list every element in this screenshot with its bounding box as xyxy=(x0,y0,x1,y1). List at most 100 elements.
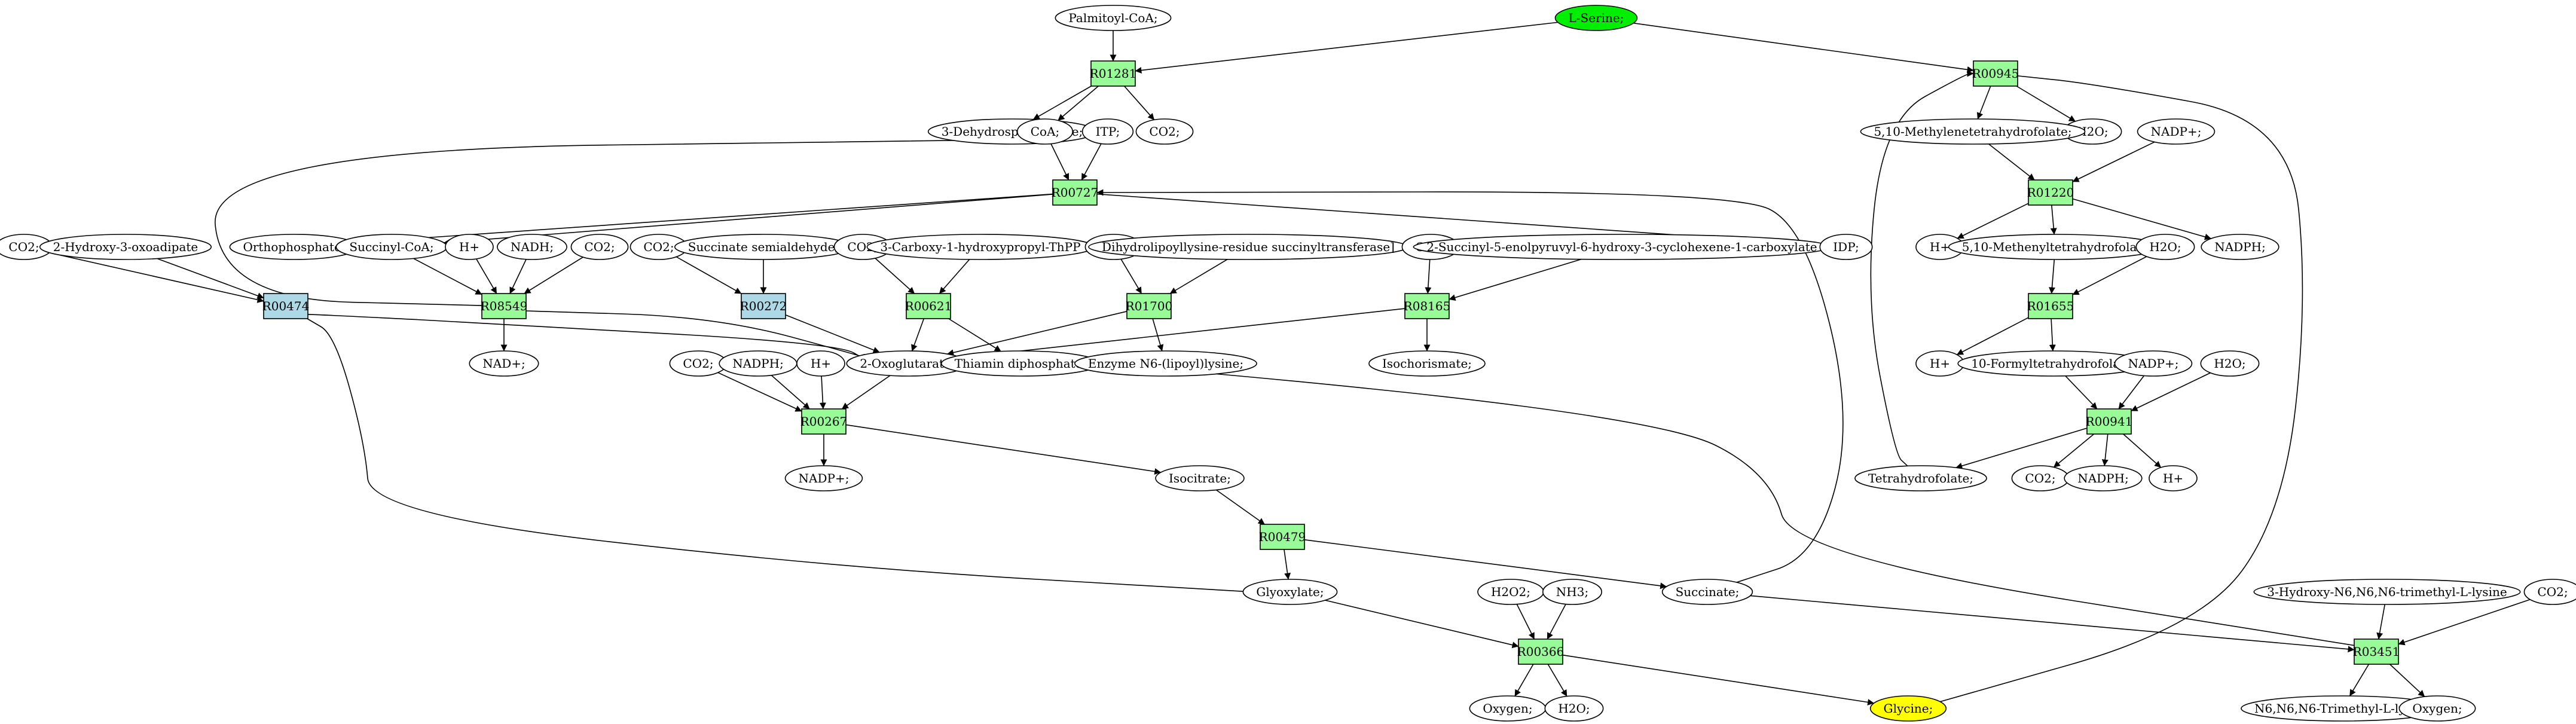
node-nadp-c[interactable]: NADP+; xyxy=(784,465,863,491)
node-label: CO2; xyxy=(2537,585,2568,599)
node-co2-d[interactable]: CO2; xyxy=(630,234,688,260)
node-nadplus[interactable]: NAD+; xyxy=(469,350,539,377)
node-R08165[interactable]: R08165 xyxy=(1404,293,1451,319)
node-label: Succinate semialdehyde; xyxy=(688,240,839,254)
node-R00479[interactable]: R00479 xyxy=(1259,524,1306,550)
node-succoa[interactable]: Succinyl-CoA; xyxy=(335,234,448,260)
node-hplus-c[interactable]: H+ xyxy=(1915,350,1964,377)
node-carboxy[interactable]: 3-Carboxy-1-hydroxypropyl-ThPP xyxy=(866,234,1095,260)
node-co2-b[interactable]: CO2; xyxy=(0,234,53,260)
node-R00621[interactable]: R00621 xyxy=(905,293,952,319)
node-R01281[interactable]: R01281 xyxy=(1090,60,1137,87)
node-hydroxyoxo[interactable]: 2-Hydroxy-3-oxoadipate xyxy=(39,234,212,260)
node-label: NADP+; xyxy=(2151,124,2202,139)
node-R00272[interactable]: R00272 xyxy=(740,293,787,319)
edge-R00941-to-thf xyxy=(1955,427,2088,469)
node-label: Palmitoyl-CoA; xyxy=(1068,11,1157,25)
node-succinate[interactable]: Succinate; xyxy=(1661,579,1753,605)
node-co2-c[interactable]: CO2; xyxy=(570,234,629,260)
edge-thf-to-R00945 xyxy=(1870,70,1974,467)
node-sephchc[interactable]: 2-Succinyl-5-enolpyruvyl-6-hydroxy-3-cyc… xyxy=(1413,234,1831,260)
node-itp[interactable]: ITP; xyxy=(1081,118,1134,145)
edge-h2o-b-to-R01655 xyxy=(2072,256,2147,295)
node-palmitoyl[interactable]: Palmitoyl-CoA; xyxy=(1055,5,1172,31)
node-nadph-c[interactable]: NADPH; xyxy=(719,350,797,377)
node-hplus-b[interactable]: H+ xyxy=(1915,234,1964,260)
node-nadp-b[interactable]: NADP+; xyxy=(2114,350,2193,377)
node-R00366[interactable]: R00366 xyxy=(1517,639,1564,665)
edge-R03451-to-trimethyl xyxy=(2349,664,2370,696)
node-label: CO2; xyxy=(1149,124,1179,139)
reaction-box xyxy=(1973,60,2018,87)
node-coa[interactable]: CoA; xyxy=(1016,118,1074,145)
node-serine[interactable]: L-Serine; xyxy=(1554,5,1638,31)
node-sucsemi[interactable]: Succinate semialdehyde; xyxy=(674,234,853,260)
node-methylene[interactable]: 5,10-Methylenetetrahydrofolate; xyxy=(1860,118,2086,145)
compound-ellipse xyxy=(1554,5,1638,31)
node-label: R00479 xyxy=(1259,530,1306,544)
node-hplus-e[interactable]: H+ xyxy=(796,350,845,377)
node-enzyme-n6[interactable]: Enzyme N6-(lipoyl)lysine; xyxy=(1074,350,1257,377)
compound-ellipse xyxy=(1074,350,1257,377)
edge-R00272-to-oxoglut xyxy=(785,314,880,353)
node-R01655[interactable]: R01655 xyxy=(2027,293,2074,319)
node-hplus-a[interactable]: H+ xyxy=(445,234,494,260)
node-ortho[interactable]: Orthophosphate; xyxy=(229,234,359,260)
node-co2-i[interactable]: CO2; xyxy=(669,350,728,377)
edge-R00621-to-thiamin xyxy=(948,318,1001,352)
node-idp[interactable]: IDP; xyxy=(1819,234,1873,260)
compound-ellipse xyxy=(784,465,863,491)
node-h2o2[interactable]: H2O2; xyxy=(1477,579,1544,605)
node-co2-e[interactable]: CO2; xyxy=(833,234,892,260)
node-R00267[interactable]: R00267 xyxy=(800,408,848,435)
node-formyl[interactable]: 10-Formyltetrahydrofolate; xyxy=(1957,350,2150,377)
node-label: H+ xyxy=(459,240,479,254)
node-R00941[interactable]: R00941 xyxy=(2086,408,2133,435)
node-thf[interactable]: Tetrahydrofolate; xyxy=(1854,465,1987,491)
reaction-box xyxy=(1404,293,1450,319)
node-label: 2-Oxoglutarate; xyxy=(860,356,955,371)
node-label: 2-Hydroxy-3-oxoadipate xyxy=(53,240,198,254)
node-isochor[interactable]: Isochorismate; xyxy=(1368,350,1486,377)
node-methenyl[interactable]: 5,10-Methenyltetrahydrofolate xyxy=(1948,234,2163,260)
node-hplus-d[interactable]: H+ xyxy=(2149,465,2198,491)
edge-R08165-to-oxoglut xyxy=(961,308,1405,361)
node-h2o-d[interactable]: H2O; xyxy=(1544,695,1604,722)
edge-R01220-to-methenyl xyxy=(2050,204,2057,235)
node-isocit[interactable]: Isocitrate; xyxy=(1155,465,1245,491)
node-R08549[interactable]: R08549 xyxy=(481,293,528,319)
node-nadp-a[interactable]: NADP+; xyxy=(2137,118,2216,145)
node-oxygen-a[interactable]: Oxygen; xyxy=(1469,695,1547,722)
compound-ellipse xyxy=(39,234,212,260)
node-dihydro[interactable]: Dihydrolipoyllysine-residue succinyltran… xyxy=(1088,234,1408,260)
node-trimethyl-oh[interactable]: 3-Hydroxy-N6,N6,N6-trimethyl-L-lysine xyxy=(2253,579,2521,605)
node-nh3[interactable]: NH3; xyxy=(1542,579,1603,605)
node-co2-a[interactable]: CO2; xyxy=(1135,118,1194,145)
node-label: H+ xyxy=(1930,240,1950,254)
node-h2o-b[interactable]: H2O; xyxy=(2135,234,2195,260)
edge-h2o2-to-R00366 xyxy=(1516,604,1535,640)
node-R03451[interactable]: R03451 xyxy=(2353,639,2400,665)
node-oxygen-b[interactable]: Oxygen; xyxy=(2398,695,2476,722)
node-R00727[interactable]: R00727 xyxy=(1052,179,1099,206)
node-nadh[interactable]: NADH; xyxy=(497,234,567,260)
compound-ellipse xyxy=(1661,579,1753,605)
node-R00474[interactable]: R00474 xyxy=(262,293,310,319)
edge-hplus-a-to-R08549 xyxy=(476,258,497,294)
node-co2-j[interactable]: CO2; xyxy=(2523,579,2576,605)
node-co2-h[interactable]: CO2; xyxy=(2011,465,2070,491)
node-label: H2O; xyxy=(1558,701,1590,716)
node-R00945[interactable]: R00945 xyxy=(1972,60,2019,87)
node-trimethyl[interactable]: N6,N6,N6-Trimethyl-L-lysine xyxy=(2241,695,2444,722)
node-R01220[interactable]: R01220 xyxy=(2027,179,2074,206)
node-R01700[interactable]: R01700 xyxy=(1126,293,1173,319)
node-label: 5,10-Methenyltetrahydrofolate xyxy=(1962,240,2149,254)
node-glyoxylate[interactable]: Glyoxylate; xyxy=(1242,579,1338,605)
node-glycine[interactable]: Glycine; xyxy=(1869,695,1947,722)
node-h2o-c[interactable]: H2O; xyxy=(2200,350,2260,377)
node-thiamin[interactable]: Thiamin diphosphate; xyxy=(940,350,1101,377)
reaction-box xyxy=(1518,639,1563,665)
node-nadph-a[interactable]: NADPH; xyxy=(2201,234,2279,260)
node-nadph-b[interactable]: NADPH; xyxy=(2064,465,2143,491)
node-oxoglut[interactable]: 2-Oxoglutarate; xyxy=(846,350,969,377)
